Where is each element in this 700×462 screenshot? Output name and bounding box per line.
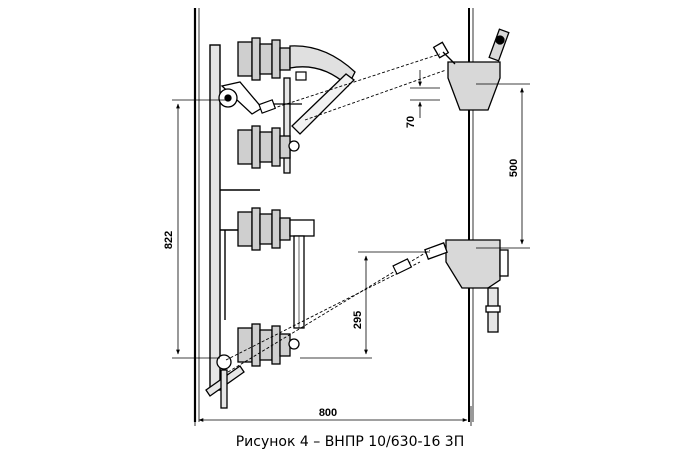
technical-drawing: 822 800 70 500 295 [163,8,530,426]
upper-drive [432,28,510,111]
label-822: 822 [163,231,175,249]
fuse-insulator-upper [237,207,315,251]
dimension-800 [194,406,472,426]
label-800: 800 [319,407,337,419]
bottom-insulator [237,323,300,367]
lower-drive [424,239,509,333]
bottom-lever [205,354,245,409]
label-295: 295 [352,311,364,329]
upper-insulator [237,37,356,88]
rod-couplers [258,71,413,275]
label-500: 500 [508,159,520,177]
left-wall [193,8,200,422]
dimension-295 [300,251,430,359]
dimension-500 [476,83,530,249]
label-70: 70 [405,116,417,128]
fuse-tube [293,235,305,329]
middle-insulator [237,125,300,169]
dimension-822 [172,99,228,359]
figure-caption: Рисунок 4 – ВНПР 10/630-16 3П [235,434,465,450]
dimension-70 [410,70,440,118]
